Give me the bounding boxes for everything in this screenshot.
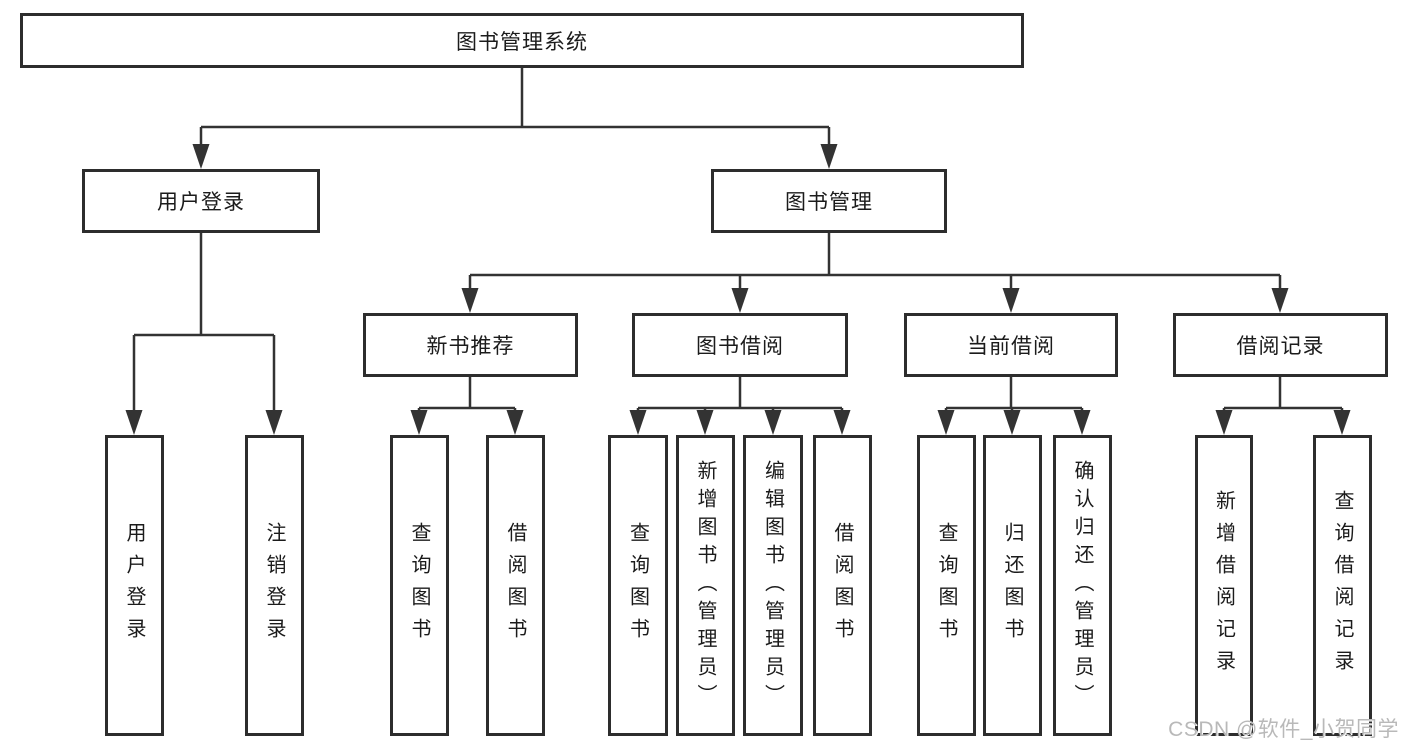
branch-book-management: 图书管理 — [711, 169, 947, 233]
leaf-add-book-admin: 新增图书（管理员） — [676, 435, 735, 736]
node-current-borrow: 当前借阅 — [904, 313, 1118, 377]
leaf-user-login: 用户登录 — [105, 435, 164, 736]
watermark: CSDN @软件_小贺同学 — [1168, 718, 1399, 741]
leaf-add-borrow-record: 新增借阅记录 — [1195, 435, 1253, 736]
leaf-edit-book-admin: 编辑图书（管理员） — [743, 435, 803, 736]
root-node: 图书管理系统 — [20, 13, 1024, 68]
leaf-borrow-books-recommend: 借阅图书 — [486, 435, 545, 736]
leaf-query-books-current: 查询图书 — [917, 435, 976, 736]
leaf-query-books-borrow: 查询图书 — [608, 435, 668, 736]
leaf-query-borrow-record: 查询借阅记录 — [1313, 435, 1372, 736]
leaf-borrow-books: 借阅图书 — [813, 435, 872, 736]
connector-arrowheads — [125, 144, 1351, 435]
leaf-return-books: 归还图书 — [983, 435, 1042, 736]
connector-shafts — [132, 68, 1344, 412]
leaf-logout: 注销登录 — [245, 435, 304, 736]
branch-user-login: 用户登录 — [82, 169, 320, 233]
node-new-book-recommend: 新书推荐 — [363, 313, 578, 377]
node-borrow-records: 借阅记录 — [1173, 313, 1388, 377]
leaf-query-books-recommend: 查询图书 — [390, 435, 449, 736]
leaf-confirm-return-admin: 确认归还（管理员） — [1053, 435, 1112, 736]
node-book-borrow: 图书借阅 — [632, 313, 848, 377]
